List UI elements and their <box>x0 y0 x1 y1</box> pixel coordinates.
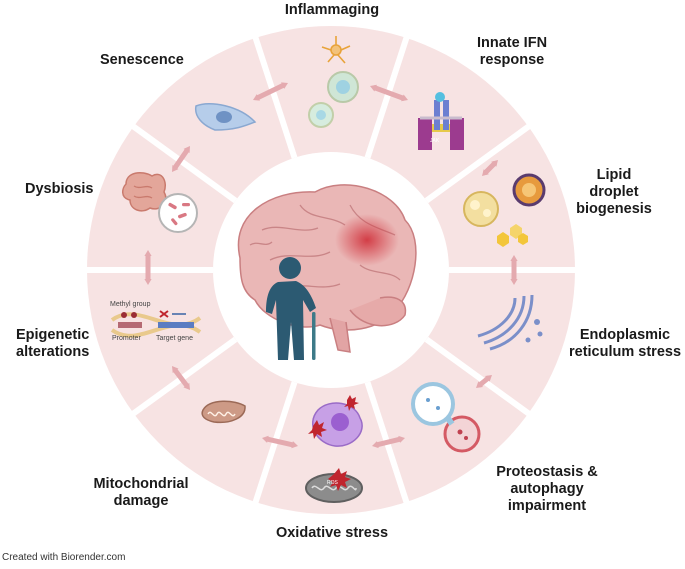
ifn-receptor-icon: JAK <box>418 92 464 150</box>
arrow-head <box>476 381 483 388</box>
label-proteo-line2: autophagy <box>510 481 584 497</box>
target-gene-text: Target gene <box>156 335 193 342</box>
arrow-head <box>510 255 518 261</box>
label-lipid-line1: Lipid <box>596 167 632 183</box>
immune-cells-icon <box>308 36 359 128</box>
senescent-cell-icon <box>194 103 257 131</box>
ring-divider <box>424 336 532 418</box>
arrow-head <box>401 94 408 102</box>
arrow-head <box>253 94 260 101</box>
endoplasmic-reticulum-icon <box>477 294 543 351</box>
double-arrow <box>482 160 498 176</box>
mitochondrion-icon <box>201 400 246 424</box>
jak-text: JAK <box>430 138 440 144</box>
label-epigenetic-line1: Epigenetic <box>16 327 90 343</box>
arrow-head <box>510 279 518 285</box>
arrow-shaft <box>372 85 406 101</box>
ring-divider <box>252 35 298 159</box>
elderly-person-icon <box>266 257 316 360</box>
methyl-group-text: Methyl group <box>110 301 151 308</box>
arrow-head <box>482 169 489 176</box>
label-proteostasis: Proteostasis & autophagy impairment <box>484 464 610 515</box>
double-arrow <box>172 146 190 172</box>
arrow-shaft <box>172 147 190 171</box>
connector-arrows <box>144 82 518 449</box>
label-lipid-droplet: Lipid droplet biogenesis <box>574 167 654 218</box>
label-lipid-line2: droplet <box>589 184 639 200</box>
double-arrow <box>476 375 492 388</box>
arrow-head <box>144 250 152 256</box>
dna-methylation-icon: Methyl group Promoter Target gene <box>110 301 202 342</box>
label-epigenetic-line2: alterations <box>16 344 90 360</box>
label-mito-line2: damage <box>113 493 169 509</box>
label-innate-ifn: Innate IFN response <box>456 35 568 69</box>
ring-divider <box>130 336 238 418</box>
arrow-shaft <box>172 367 190 389</box>
arrow-shaft <box>375 436 402 448</box>
lipid-droplet-icon <box>463 173 546 247</box>
double-arrow <box>253 82 288 101</box>
label-senescence: Senescence <box>100 52 184 68</box>
arrow-head <box>172 366 179 373</box>
arrow-head <box>372 441 379 449</box>
label-lipid-line3: biogenesis <box>576 201 652 217</box>
label-mitochondrial: Mitochondrial damage <box>86 476 196 510</box>
label-innate-ifn-line1: Innate IFN <box>476 35 548 51</box>
ring-divider <box>130 122 238 204</box>
ros-mitochondrion-icon: ROS <box>305 468 363 503</box>
arrow-head <box>172 165 179 172</box>
arrow-shaft <box>483 161 497 175</box>
arrow-head <box>370 84 377 92</box>
label-er-stress: Endoplasmic reticulum stress <box>566 327 684 361</box>
double-arrow <box>172 366 190 390</box>
arrow-head <box>485 375 492 382</box>
arrow-head <box>183 146 190 153</box>
label-er-line1: Endoplasmic <box>579 327 671 343</box>
arrow-head <box>144 279 152 285</box>
double-arrow <box>370 84 408 102</box>
arrow-shaft <box>255 82 286 101</box>
arrow-head <box>281 82 288 89</box>
double-arrow <box>510 255 518 285</box>
arrow-head <box>291 441 298 449</box>
ring-divider <box>364 35 410 159</box>
arrow-shaft <box>265 436 295 448</box>
gut-bacteria-icon <box>158 193 198 233</box>
arrow-head <box>183 383 190 390</box>
double-arrow <box>262 435 298 449</box>
arrow-shaft <box>477 375 491 388</box>
label-inflammaging: Inflammaging <box>284 2 380 18</box>
label-innate-ifn-line2: response <box>479 52 545 68</box>
label-er-line2: reticulum stress <box>568 344 682 360</box>
double-arrow <box>372 435 405 449</box>
ros-text: ROS <box>327 480 339 486</box>
arrow-head <box>398 435 405 443</box>
arrow-head <box>491 160 498 167</box>
label-dysbiosis: Dysbiosis <box>25 181 94 197</box>
label-oxidative-stress: Oxidative stress <box>275 525 389 541</box>
credit-text: Created with Biorender.com <box>2 552 126 563</box>
ring-divider <box>424 122 532 204</box>
label-proteo-line3: impairment <box>507 498 587 514</box>
label-epigenetic: Epigenetic alterations <box>16 327 89 361</box>
ros-cell-icon <box>308 395 363 447</box>
label-mito-line1: Mitochondrial <box>93 476 189 492</box>
arrow-head <box>262 435 269 443</box>
label-proteo-line1: Proteostasis & <box>496 464 598 480</box>
double-arrow <box>144 250 152 285</box>
autophagosome-icon <box>411 382 481 453</box>
promoter-text: Promoter <box>112 335 141 342</box>
